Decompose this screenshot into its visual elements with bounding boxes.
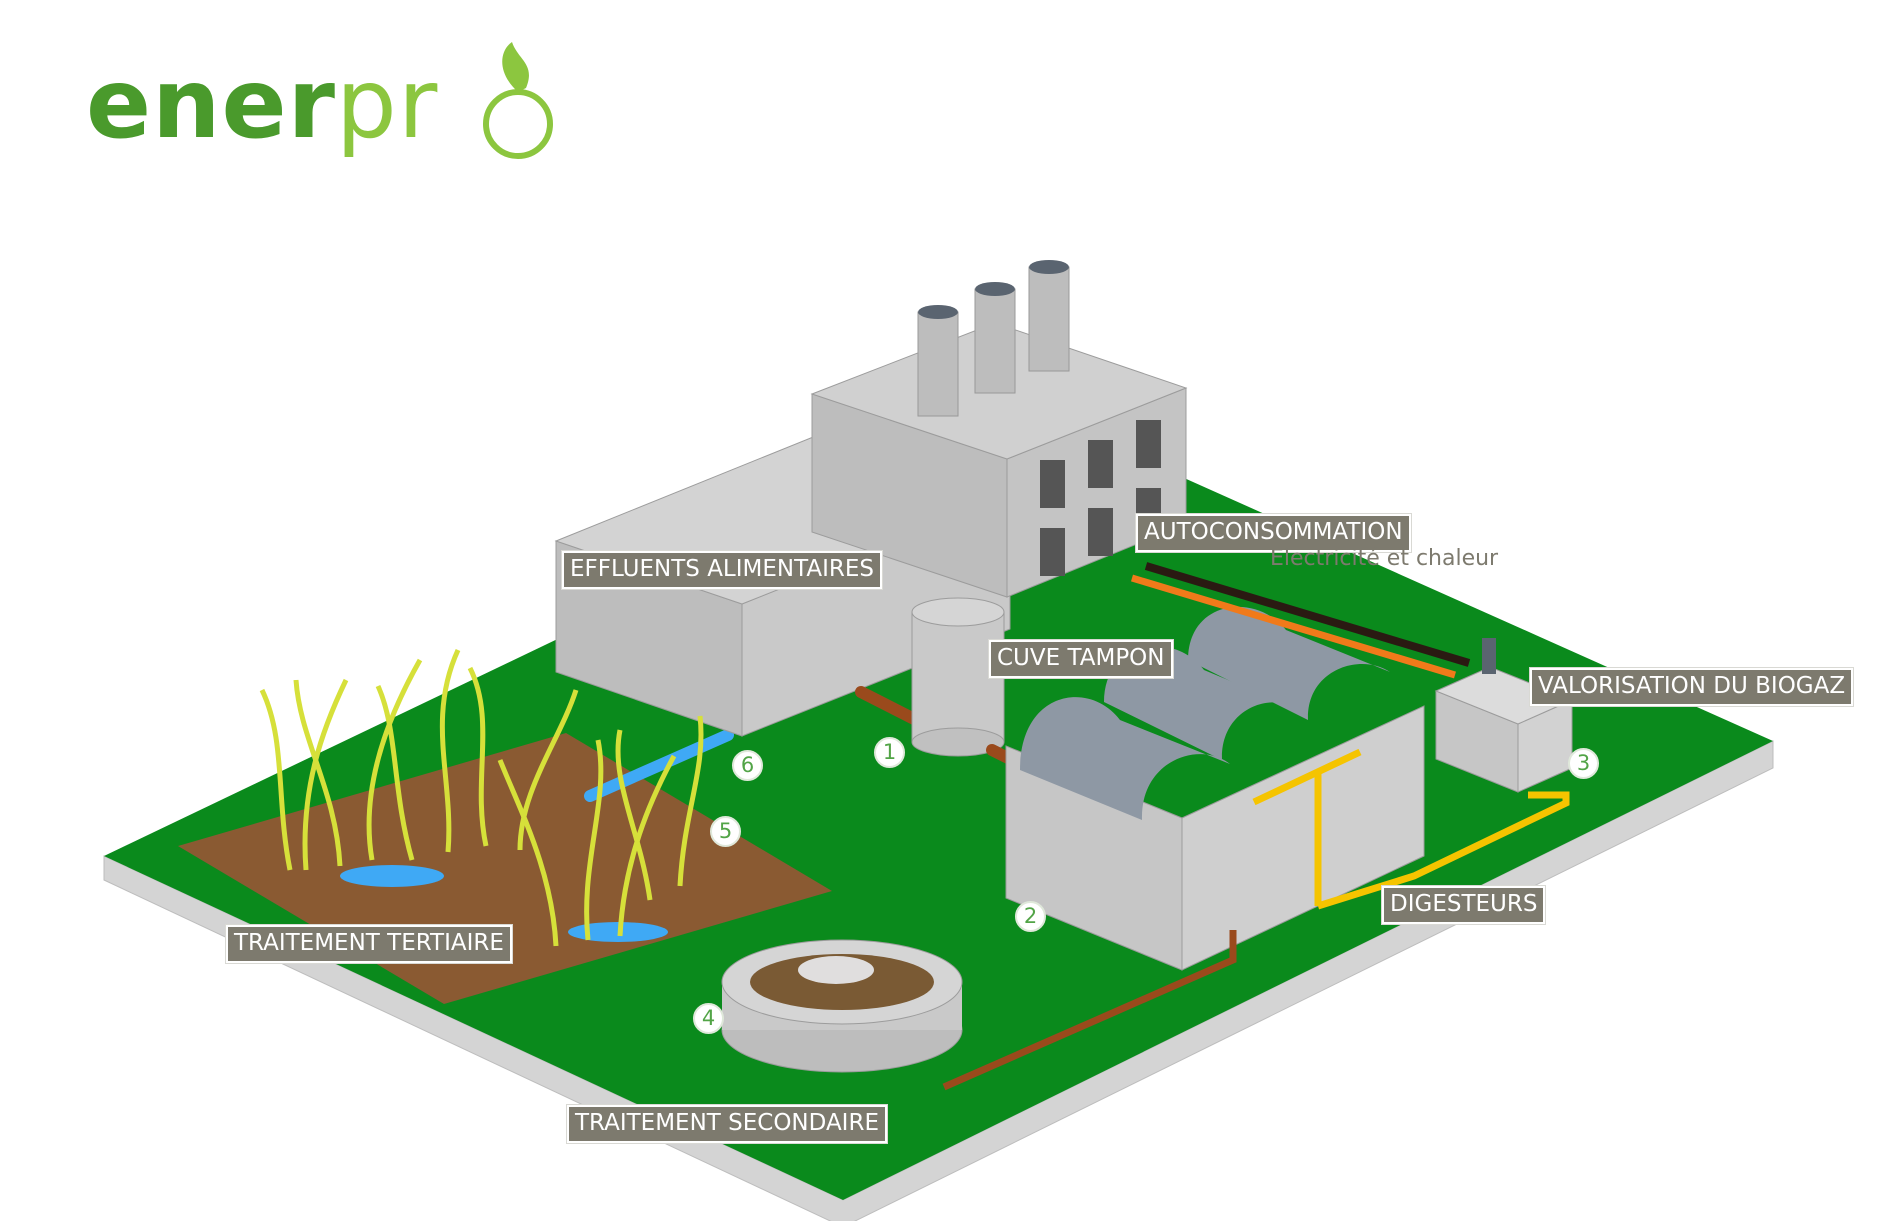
step-5-badge: 5 [710,816,741,847]
step-6-badge: 6 [732,750,763,781]
label-traitement-tertiaire: TRAITEMENT TERTIAIRE [226,925,512,963]
step-3-badge: 3 [1568,748,1599,779]
step-1-badge: 1 [874,737,905,768]
label-electricite-chaleur: Electricité et chaleur [1270,546,1498,571]
label-traitement-secondaire: TRAITEMENT SECONDAIRE [567,1105,887,1143]
secondary-clarifier [722,940,962,1072]
step-4-badge: 4 [693,1003,724,1034]
label-effluents-alimentaires: EFFLUENTS ALIMENTAIRES [562,551,882,589]
label-valorisation-biogaz: VALORISATION DU BIOGAZ [1530,668,1853,706]
label-cuve-tampon: CUVE TAMPON [989,640,1173,678]
step-2-badge: 2 [1015,901,1046,932]
label-digesteurs: DIGESTEURS [1382,886,1545,924]
